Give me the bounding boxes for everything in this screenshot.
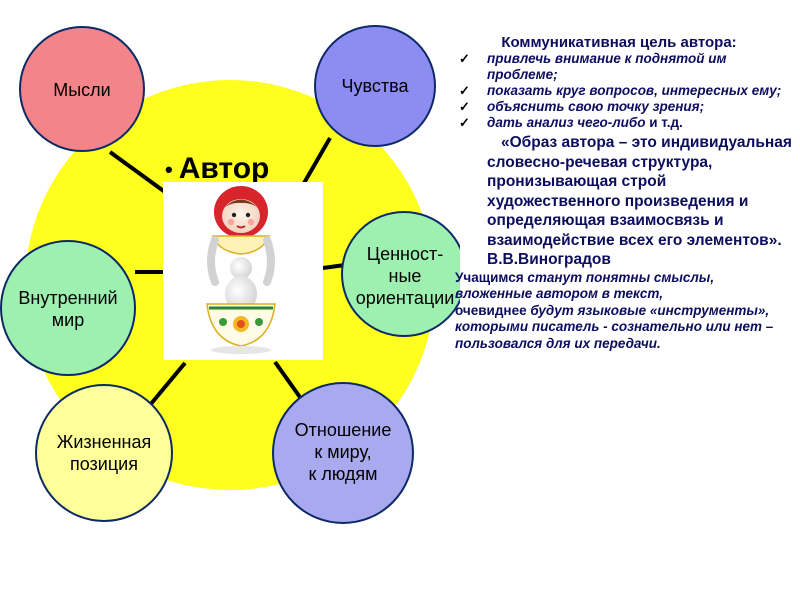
vinogradov-quote: «Образ автора – это индивидуальная слове…	[487, 134, 792, 268]
right-text-panel: Коммуникативная цель автора: ✓привлечь в…	[455, 34, 795, 352]
checkmark-icon: ✓	[459, 83, 470, 98]
connector-thoughts	[108, 150, 167, 194]
center-title-text: Автор	[178, 152, 270, 185]
goal-item: ✓привлечь внимание к поднятой им проблем…	[459, 51, 727, 82]
goal-item: ✓объяснить свою точку зрения;	[459, 99, 705, 114]
checkmark-icon: ✓	[459, 51, 470, 66]
inner-world-circle	[0, 240, 136, 376]
node-label-feelings: Чувства	[341, 76, 409, 96]
thoughts-circle	[19, 26, 145, 152]
connector-life-position	[148, 361, 187, 407]
node-label-attitude: Отношение к миру, к людям	[294, 420, 392, 484]
node-label-life-position: Жизненная позиция	[56, 432, 152, 474]
connector-values	[322, 263, 346, 270]
attitude-circle	[272, 382, 414, 524]
connector-attitude	[273, 360, 304, 402]
goal-list: ✓привлечь внимание к поднятой им проблем…	[455, 51, 795, 131]
feelings-circle	[314, 25, 436, 147]
values-circle	[341, 211, 460, 337]
connector-feelings	[298, 137, 332, 191]
node-label-inner-world: Внутренний мир	[18, 288, 118, 330]
goal-title: Коммуникативная цель автора:	[501, 34, 737, 51]
goal-item: ✓показать круг вопросов, интересных ему;	[459, 83, 782, 98]
obviously-paragraph: очевиднее будут языковые «инструменты», …	[455, 302, 774, 351]
students-paragraph: Учащимся станут понятны смыслы, вложенны…	[455, 269, 715, 302]
checkmark-icon: ✓	[459, 115, 470, 130]
node-label-thoughts: Мысли	[53, 80, 111, 100]
center-bullet: •	[165, 157, 173, 183]
node-label-values: Ценност- ные ориентации	[355, 244, 455, 308]
author-picture	[163, 182, 323, 360]
checkmark-icon: ✓	[459, 99, 470, 114]
life-position-circle	[35, 384, 173, 522]
matryoshka-figure-icon	[206, 186, 276, 354]
center-title: •Автор	[165, 152, 385, 192]
goal-item: ✓дать анализ чего-либо и т.д.	[459, 115, 683, 130]
